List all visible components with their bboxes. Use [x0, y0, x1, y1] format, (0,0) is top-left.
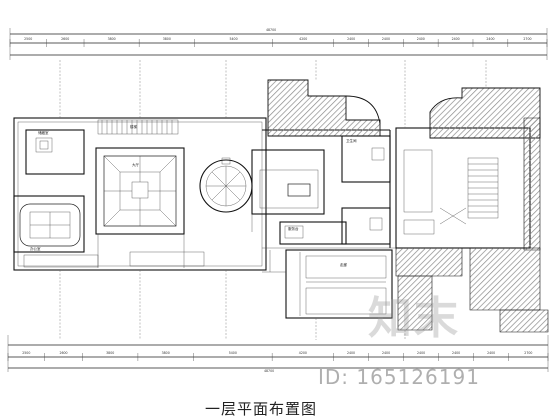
- dimension-value: 2600: [59, 351, 67, 355]
- dimension-value: 2700: [523, 37, 531, 41]
- dimension-value: 2400: [382, 351, 390, 355]
- dimension-value: 2700: [524, 351, 532, 355]
- central-atrium: [95, 147, 185, 235]
- room-label-stair: 楼梯: [130, 124, 137, 129]
- dimension-value: 3800: [163, 37, 171, 41]
- room-label-toilet: 卫生间: [346, 138, 357, 143]
- lower-corridor-rooms: [262, 249, 393, 319]
- dimension-value: 5400: [229, 351, 237, 355]
- stair-treads-top: [101, 120, 173, 134]
- dimension-value: 2400: [486, 37, 494, 41]
- round-tower: [199, 157, 253, 213]
- overall-dimension-bottom: 48700: [264, 369, 274, 373]
- dimension-value: 2400: [452, 351, 460, 355]
- dimension-value: 2400: [417, 37, 425, 41]
- dimension-value: 5400: [230, 37, 238, 41]
- watermark-id: ID: 165126191: [318, 365, 480, 389]
- top-dimension-lines: 48700: [9, 28, 548, 60]
- dimension-value: 3800: [106, 351, 114, 355]
- dimension-value: 2400: [347, 37, 355, 41]
- room-label-hall: 大厅: [132, 162, 139, 167]
- dimension-value: 2400: [417, 351, 425, 355]
- dimension-value: 2500: [24, 37, 32, 41]
- bottom-dimension-ticks: 2500 2600 3800 3800 5400 4200 2400 2400 2400 2400…: [7, 351, 549, 361]
- watermark-logo: 知末: [368, 293, 460, 344]
- right-block-walls: [395, 127, 531, 249]
- left-block-walls: [13, 117, 267, 271]
- dimension-value: 4200: [299, 37, 307, 41]
- dimension-value: 2400: [382, 37, 390, 41]
- room-labels: 储藏室 楼梯 大厅 办公室 服务台 卫生间 走廊: [30, 124, 357, 267]
- room-label-corridor: 走廊: [340, 262, 348, 267]
- middle-block-walls: [251, 129, 420, 249]
- dimension-value: 2400: [347, 351, 355, 355]
- top-dimension-ticks: 2500 2600 3800 3800 5400 4200 2400 2400 2400 2400…: [9, 37, 548, 47]
- dimension-value: 3800: [108, 37, 116, 41]
- stair-treads-right: [468, 163, 498, 213]
- dimension-value: 2600: [61, 37, 69, 41]
- overall-dimension-top: 48700: [266, 28, 276, 32]
- dimension-value: 4200: [299, 351, 307, 355]
- dimension-value: 2400: [487, 351, 495, 355]
- hatched-structures: [267, 79, 549, 333]
- room-label-store: 储藏室: [38, 130, 49, 135]
- dimension-value: 3800: [162, 351, 170, 355]
- room-label-office: 办公室: [30, 246, 41, 251]
- bottom-dimension-lines: 48700: [7, 335, 549, 373]
- axis-lines: [59, 60, 487, 340]
- room-label-service: 服务台: [288, 226, 299, 231]
- dimension-value: 2400: [452, 37, 460, 41]
- left-lower-room: [13, 195, 85, 253]
- dimension-value: 2500: [22, 351, 30, 355]
- drawing-title: 一层平面布置图: [205, 400, 318, 418]
